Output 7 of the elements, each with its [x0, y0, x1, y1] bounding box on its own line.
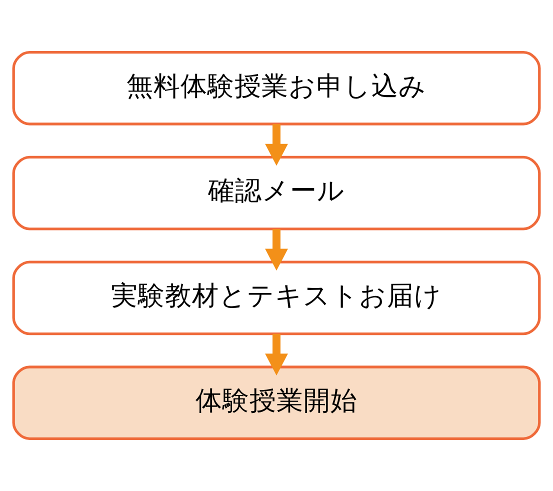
node-box: 無料体験授業お申し込み: [12, 50, 541, 126]
node-box: 体験授業開始: [12, 366, 541, 440]
node-box: 確認メール: [12, 156, 541, 230]
node-box: 実験教材とテキストお届け: [12, 260, 541, 336]
arrow: [265, 124, 288, 166]
arrow: [265, 334, 288, 376]
arrow: [265, 229, 288, 271]
